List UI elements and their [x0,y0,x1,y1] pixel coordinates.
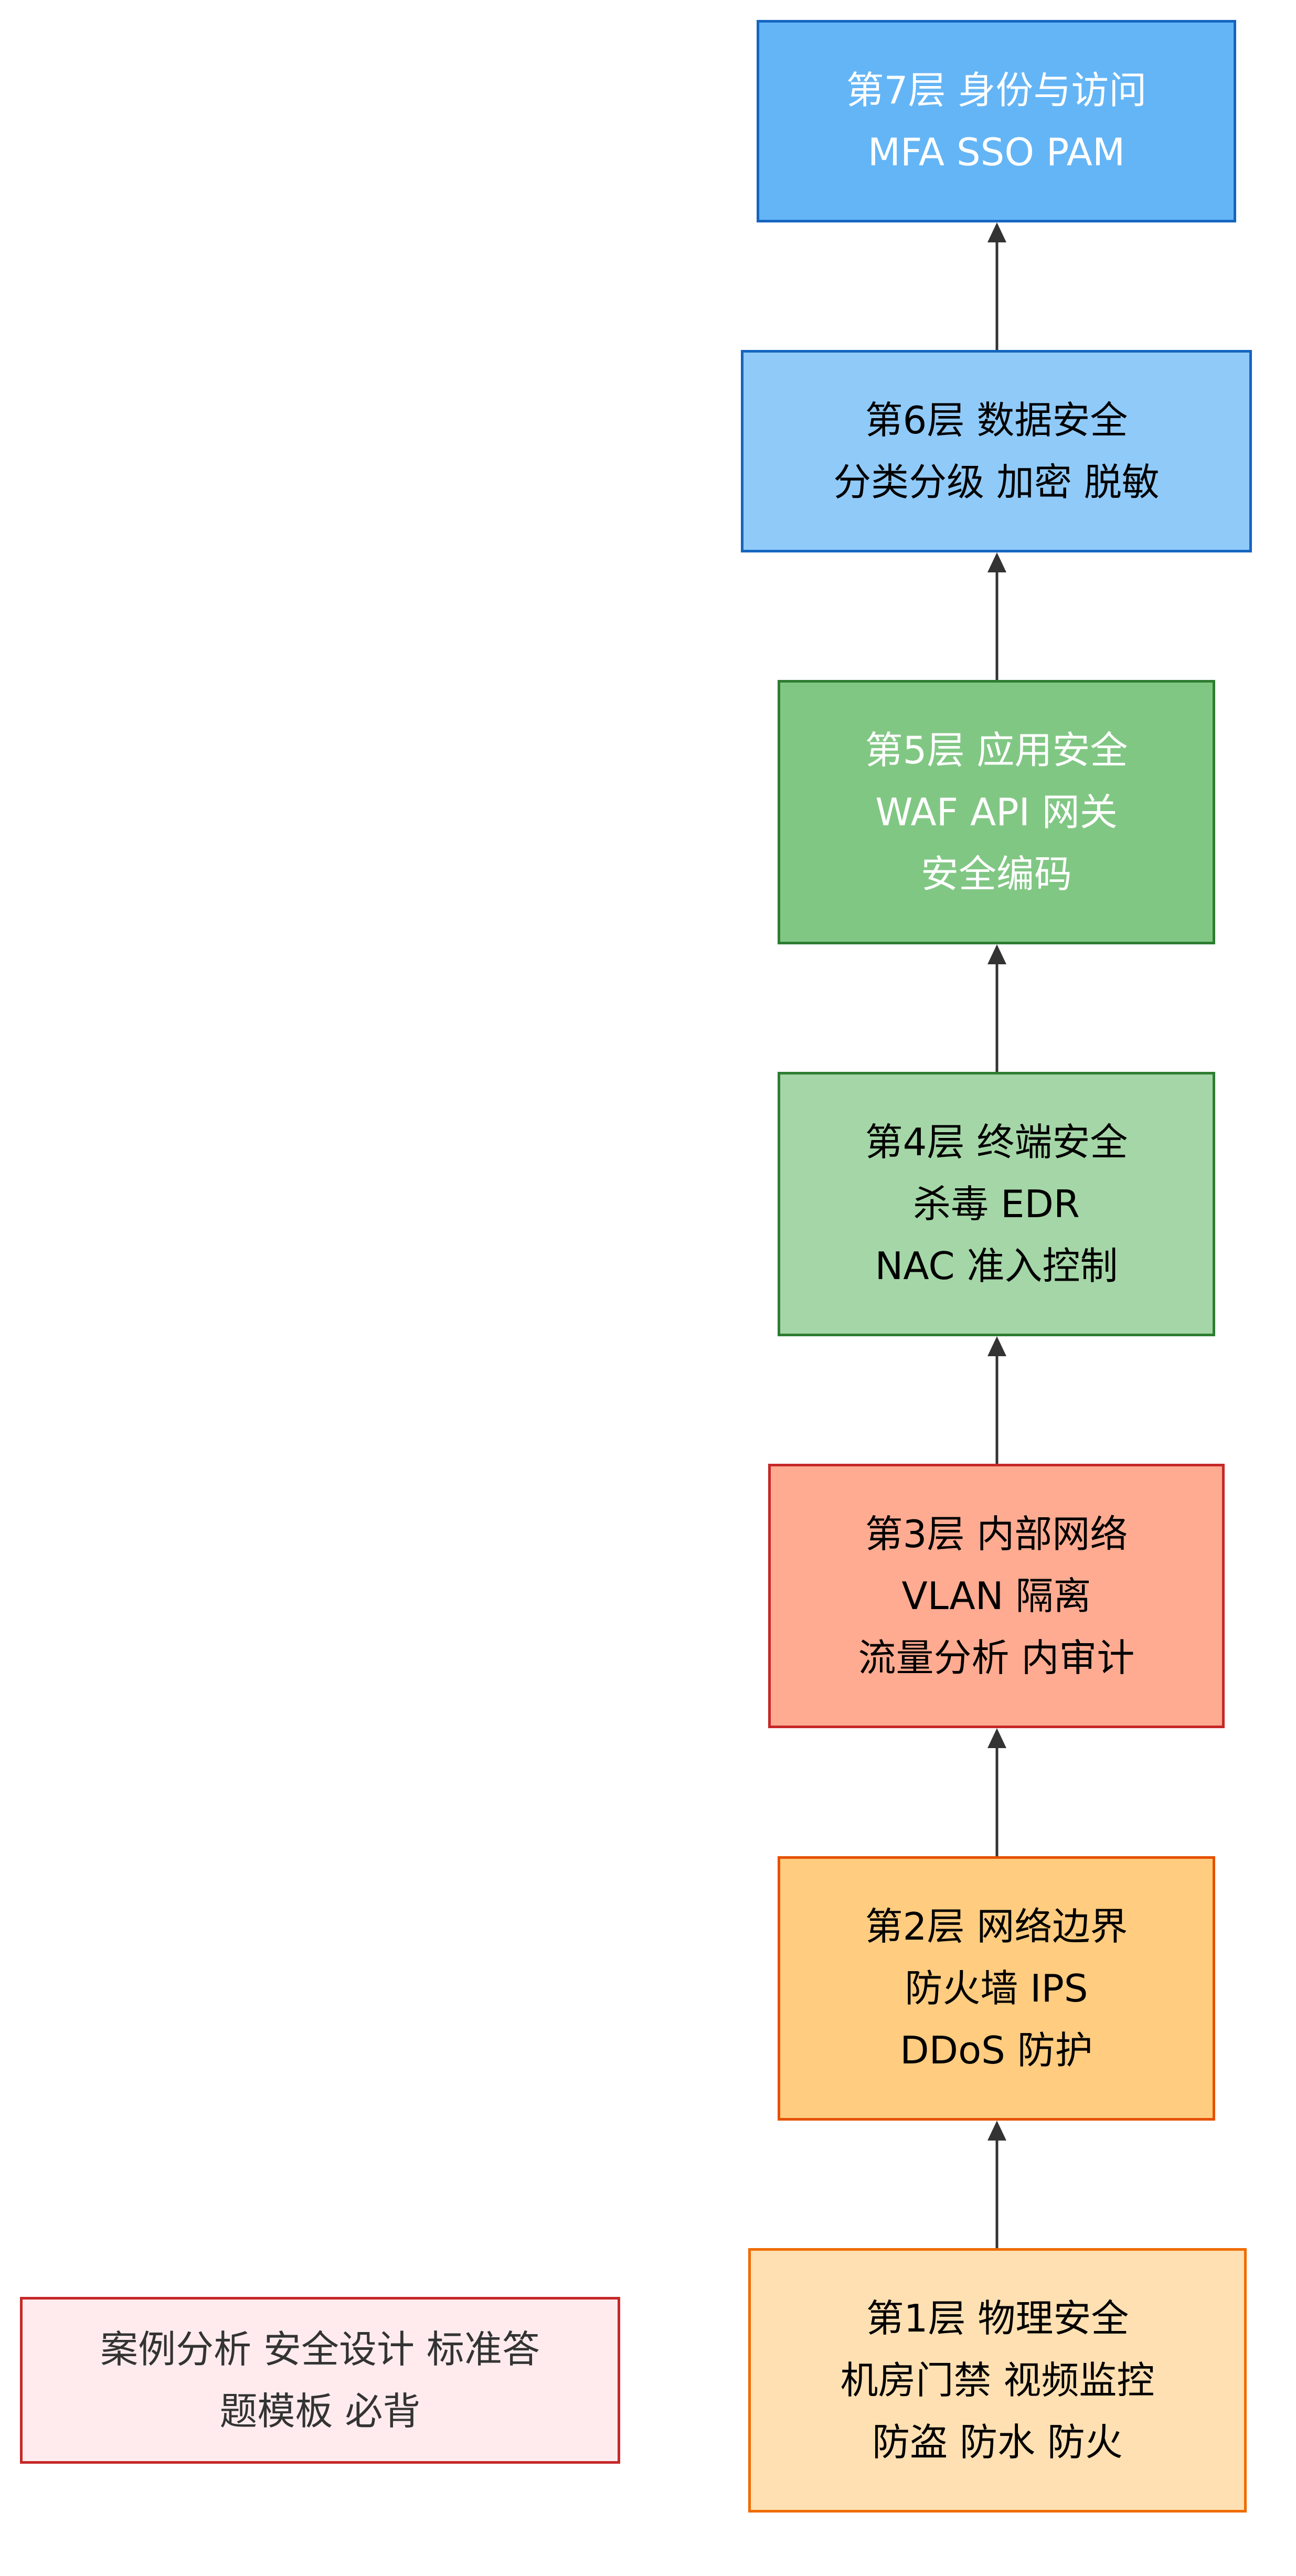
layer-5-line-2: 安全编码 [920,852,1072,896]
arrowhead-layer4 [987,1336,1006,1356]
layer-7-title: 第7层 身份与访问 [846,68,1147,112]
note-box: 案例分析 安全设计 标准答 题模板 必背 [20,2297,620,2464]
layer-3-line-1: VLAN 隔离 [901,1574,1091,1618]
layer-1-title: 第1层 物理安全 [866,2296,1129,2340]
note-line-1: 案例分析 安全设计 标准答 [100,2327,540,2371]
layer-4-line-1: 杀毒 EDR [913,1182,1080,1226]
arrowhead-layer7 [987,222,1006,242]
arrowhead-layer3 [987,1728,1006,1748]
layer-1-physical-security-node: 第1层 物理安全 机房门禁 视频监控 防盗 防水 防火 [748,2248,1247,2513]
layer-7-identity-access-node: 第7层 身份与访问 MFA SSO PAM [757,20,1236,222]
layer-1-line-1: 机房门禁 视频监控 [840,2358,1155,2402]
layer-4-title: 第4层 终端安全 [865,1120,1128,1164]
layer-4-endpoint-security-node: 第4层 终端安全 杀毒 EDR NAC 准入控制 [778,1072,1215,1336]
layer-3-title: 第3层 内部网络 [865,1512,1128,1556]
layer-1-line-2: 防盗 防水 防火 [872,2420,1123,2464]
layer-6-title: 第6层 数据安全 [865,398,1128,442]
layer-5-line-1: WAF API 网关 [875,790,1118,834]
layer-5-application-security-node: 第5层 应用安全 WAF API 网关 安全编码 [778,680,1215,944]
layer-6-data-security-node: 第6层 数据安全 分类分级 加密 脱敏 [741,350,1252,552]
layer-3-line-2: 流量分析 内审计 [858,1636,1135,1680]
layer-6-line-1: 分类分级 加密 脱敏 [833,460,1160,504]
layer-4-line-2: NAC 准入控制 [875,1244,1118,1288]
arrowhead-layer6 [987,552,1006,572]
layer-5-title: 第5层 应用安全 [865,728,1128,772]
arrowhead-layer2 [987,2121,1006,2141]
arrowhead-layer5 [987,944,1006,964]
layer-2-line-1: 防火墙 IPS [905,1966,1088,2010]
layer-7-line-1: MFA SSO PAM [867,130,1125,174]
layer-2-line-2: DDoS 防护 [900,2028,1093,2072]
layer-3-internal-network-node: 第3层 内部网络 VLAN 隔离 流量分析 内审计 [768,1464,1225,1728]
layer-2-network-boundary-node: 第2层 网络边界 防火墙 IPS DDoS 防护 [778,1856,1215,2121]
note-line-2: 题模板 必背 [219,2389,421,2433]
layer-2-title: 第2层 网络边界 [865,1904,1128,1949]
